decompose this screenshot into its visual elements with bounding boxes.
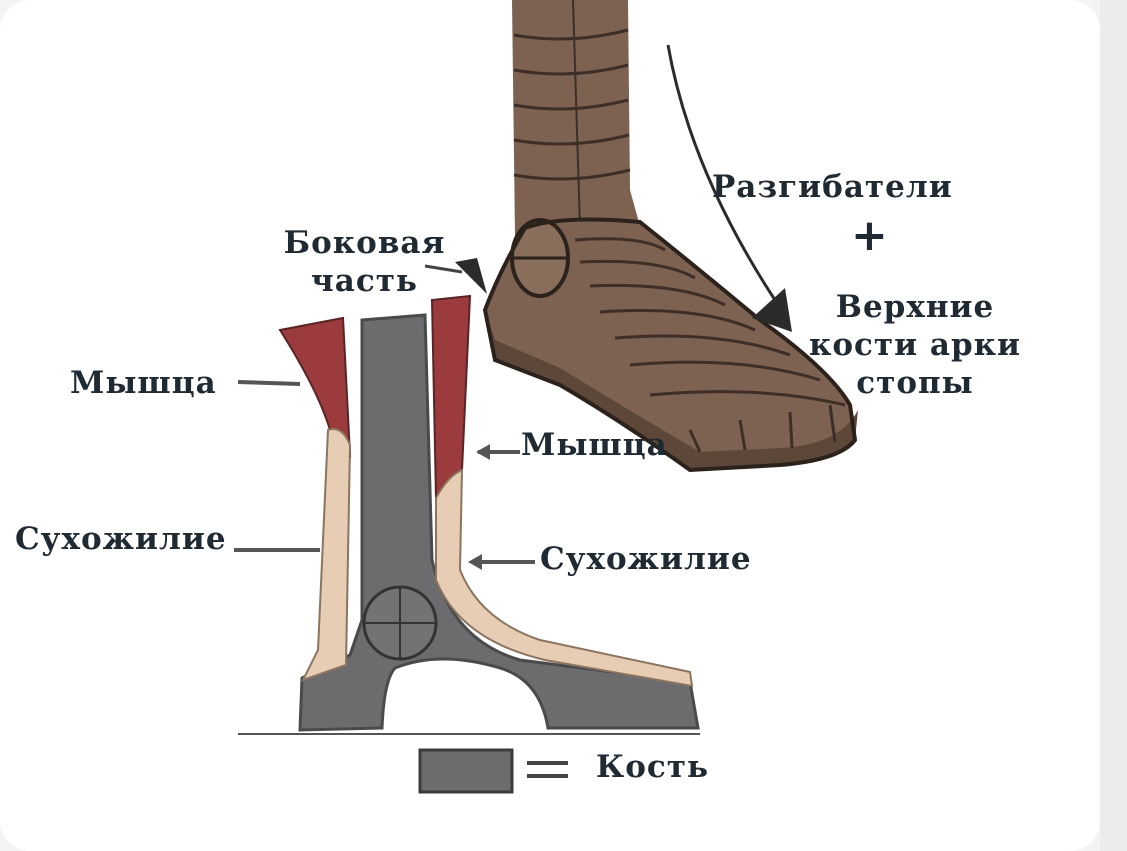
side-part-line-2: часть xyxy=(311,263,418,299)
tendon-left-label: Сухожилие xyxy=(15,521,227,557)
muscle-left-label: Мышца xyxy=(70,365,217,401)
bone-legend-label: Кость xyxy=(596,749,710,785)
plus-sign: + xyxy=(851,210,889,261)
page-edge xyxy=(1100,0,1127,851)
tendon-right-label: Сухожилие xyxy=(540,541,752,577)
upper-bones-line-2: кости арки xyxy=(808,327,1022,363)
tendon-left xyxy=(301,428,352,682)
extensor-arrow xyxy=(666,44,792,332)
foot-outline xyxy=(482,217,858,473)
side-part-line-1: Боковая xyxy=(283,225,446,261)
upper-bones-line-1: Верхние xyxy=(835,289,995,325)
upper-bones-line-3: стопы xyxy=(856,365,974,401)
paper-highlights xyxy=(0,0,1100,851)
muscle-right-label: Мышца xyxy=(521,427,668,463)
foot-bands xyxy=(574,237,846,453)
arrowhead-muscle-right xyxy=(476,444,490,460)
arrowhead-tendon-right xyxy=(468,554,482,570)
foot-side-diagram xyxy=(238,294,700,735)
foot-3d-sketch xyxy=(482,0,858,473)
pointer-muscle-left xyxy=(237,380,301,386)
pointer-lines xyxy=(234,380,535,564)
tendon-right xyxy=(435,468,694,688)
upper-bones-label: Верхние кости арки стопы xyxy=(800,288,1030,402)
side-part-label: Боковая часть xyxy=(282,224,447,300)
foot-sole xyxy=(485,310,858,470)
foot-body xyxy=(485,219,855,470)
bone-legend-swatch xyxy=(418,748,514,794)
leg-bands xyxy=(513,0,631,229)
extensors-label: Разгибатели xyxy=(712,169,953,205)
side-part-arrow xyxy=(424,258,487,294)
